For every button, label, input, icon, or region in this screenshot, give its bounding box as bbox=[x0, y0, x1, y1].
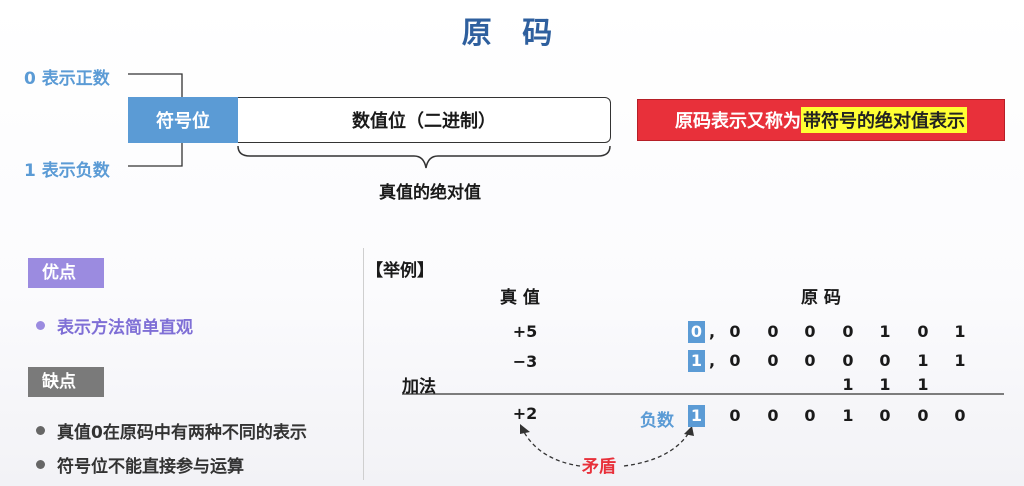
bullet-dot bbox=[36, 426, 45, 435]
positive-note: 0 表示正数 bbox=[24, 69, 110, 89]
cons-tag: 缺点 bbox=[28, 367, 104, 397]
con-item: 符号位不能直接参与运算 bbox=[36, 452, 244, 477]
sign-bit: 1 bbox=[688, 350, 705, 372]
negative-label: 负数 bbox=[640, 411, 674, 431]
section-divider bbox=[363, 248, 364, 480]
bit: 0 bbox=[729, 406, 741, 425]
carry-bit: 1 bbox=[917, 375, 929, 394]
bit: 0 bbox=[767, 351, 779, 370]
definition-prefix: 原码表示又称为 bbox=[675, 111, 801, 132]
con-item-text: 符号位不能直接参与运算 bbox=[57, 457, 244, 477]
contradiction-arrow-left bbox=[523, 431, 581, 467]
bit: 0 bbox=[729, 322, 741, 341]
column-sign-magnitude: 原 码 bbox=[801, 288, 841, 308]
bullet-dot bbox=[36, 321, 45, 330]
contradiction-label: 矛盾 bbox=[582, 457, 616, 477]
bit: 0 bbox=[767, 322, 779, 341]
true-value: −3 bbox=[512, 352, 538, 371]
operation-label: 加法 bbox=[402, 377, 436, 397]
bit: 1 bbox=[917, 351, 929, 370]
result-sign-bit: 1 bbox=[688, 405, 705, 427]
carry-bit: 1 bbox=[842, 375, 854, 394]
bit: 0 bbox=[729, 351, 741, 370]
bit: 0 bbox=[879, 351, 891, 370]
sign-bit: 0 bbox=[688, 321, 705, 343]
bit: 0 bbox=[917, 322, 929, 341]
bit: 0 bbox=[842, 351, 854, 370]
pro-item: 表示方法简单直观 bbox=[36, 313, 193, 338]
true-value: +5 bbox=[512, 322, 538, 341]
sign-bit-box: 符号位 bbox=[128, 97, 238, 143]
value-brace bbox=[237, 145, 611, 169]
comma: , bbox=[708, 322, 716, 341]
bit: 0 bbox=[804, 322, 816, 341]
contradiction-arrow-right bbox=[623, 433, 689, 467]
bit: 0 bbox=[879, 406, 891, 425]
bullet-dot bbox=[36, 460, 45, 469]
value-bits-box: 数值位（二进制） bbox=[238, 97, 611, 143]
page-title: 原 码 bbox=[461, 16, 563, 51]
brace-label: 真值的绝对值 bbox=[379, 183, 481, 203]
bit: 0 bbox=[917, 406, 929, 425]
bit: 0 bbox=[804, 351, 816, 370]
result-true-value: +2 bbox=[512, 404, 538, 423]
arrow-head-right bbox=[684, 426, 694, 436]
bit: 1 bbox=[954, 351, 966, 370]
con-item: 真值0在原码中有两种不同的表示 bbox=[36, 418, 307, 443]
negative-connector bbox=[128, 143, 183, 167]
bit: 0 bbox=[954, 406, 966, 425]
bit: 0 bbox=[804, 406, 816, 425]
bit: 1 bbox=[954, 322, 966, 341]
comma: , bbox=[708, 351, 716, 370]
positive-connector bbox=[128, 73, 183, 97]
pros-tag: 优点 bbox=[28, 258, 104, 288]
bit: 1 bbox=[879, 322, 891, 341]
bit: 0 bbox=[767, 406, 779, 425]
bit: 1 bbox=[842, 406, 854, 425]
con-item-text: 真值0在原码中有两种不同的表示 bbox=[57, 423, 307, 443]
pro-item-text: 表示方法简单直观 bbox=[57, 318, 193, 338]
bit: 0 bbox=[842, 322, 854, 341]
example-heading: 【举例】 bbox=[366, 261, 434, 281]
arrow-head-left bbox=[520, 424, 530, 434]
definition-box: 原码表示又称为带符号的绝对值表示 bbox=[637, 99, 1005, 141]
column-true-value: 真 值 bbox=[500, 288, 540, 308]
definition-highlight: 带符号的绝对值表示 bbox=[801, 107, 967, 133]
carry-bit: 1 bbox=[879, 375, 891, 394]
negative-note: 1 表示负数 bbox=[24, 161, 110, 181]
